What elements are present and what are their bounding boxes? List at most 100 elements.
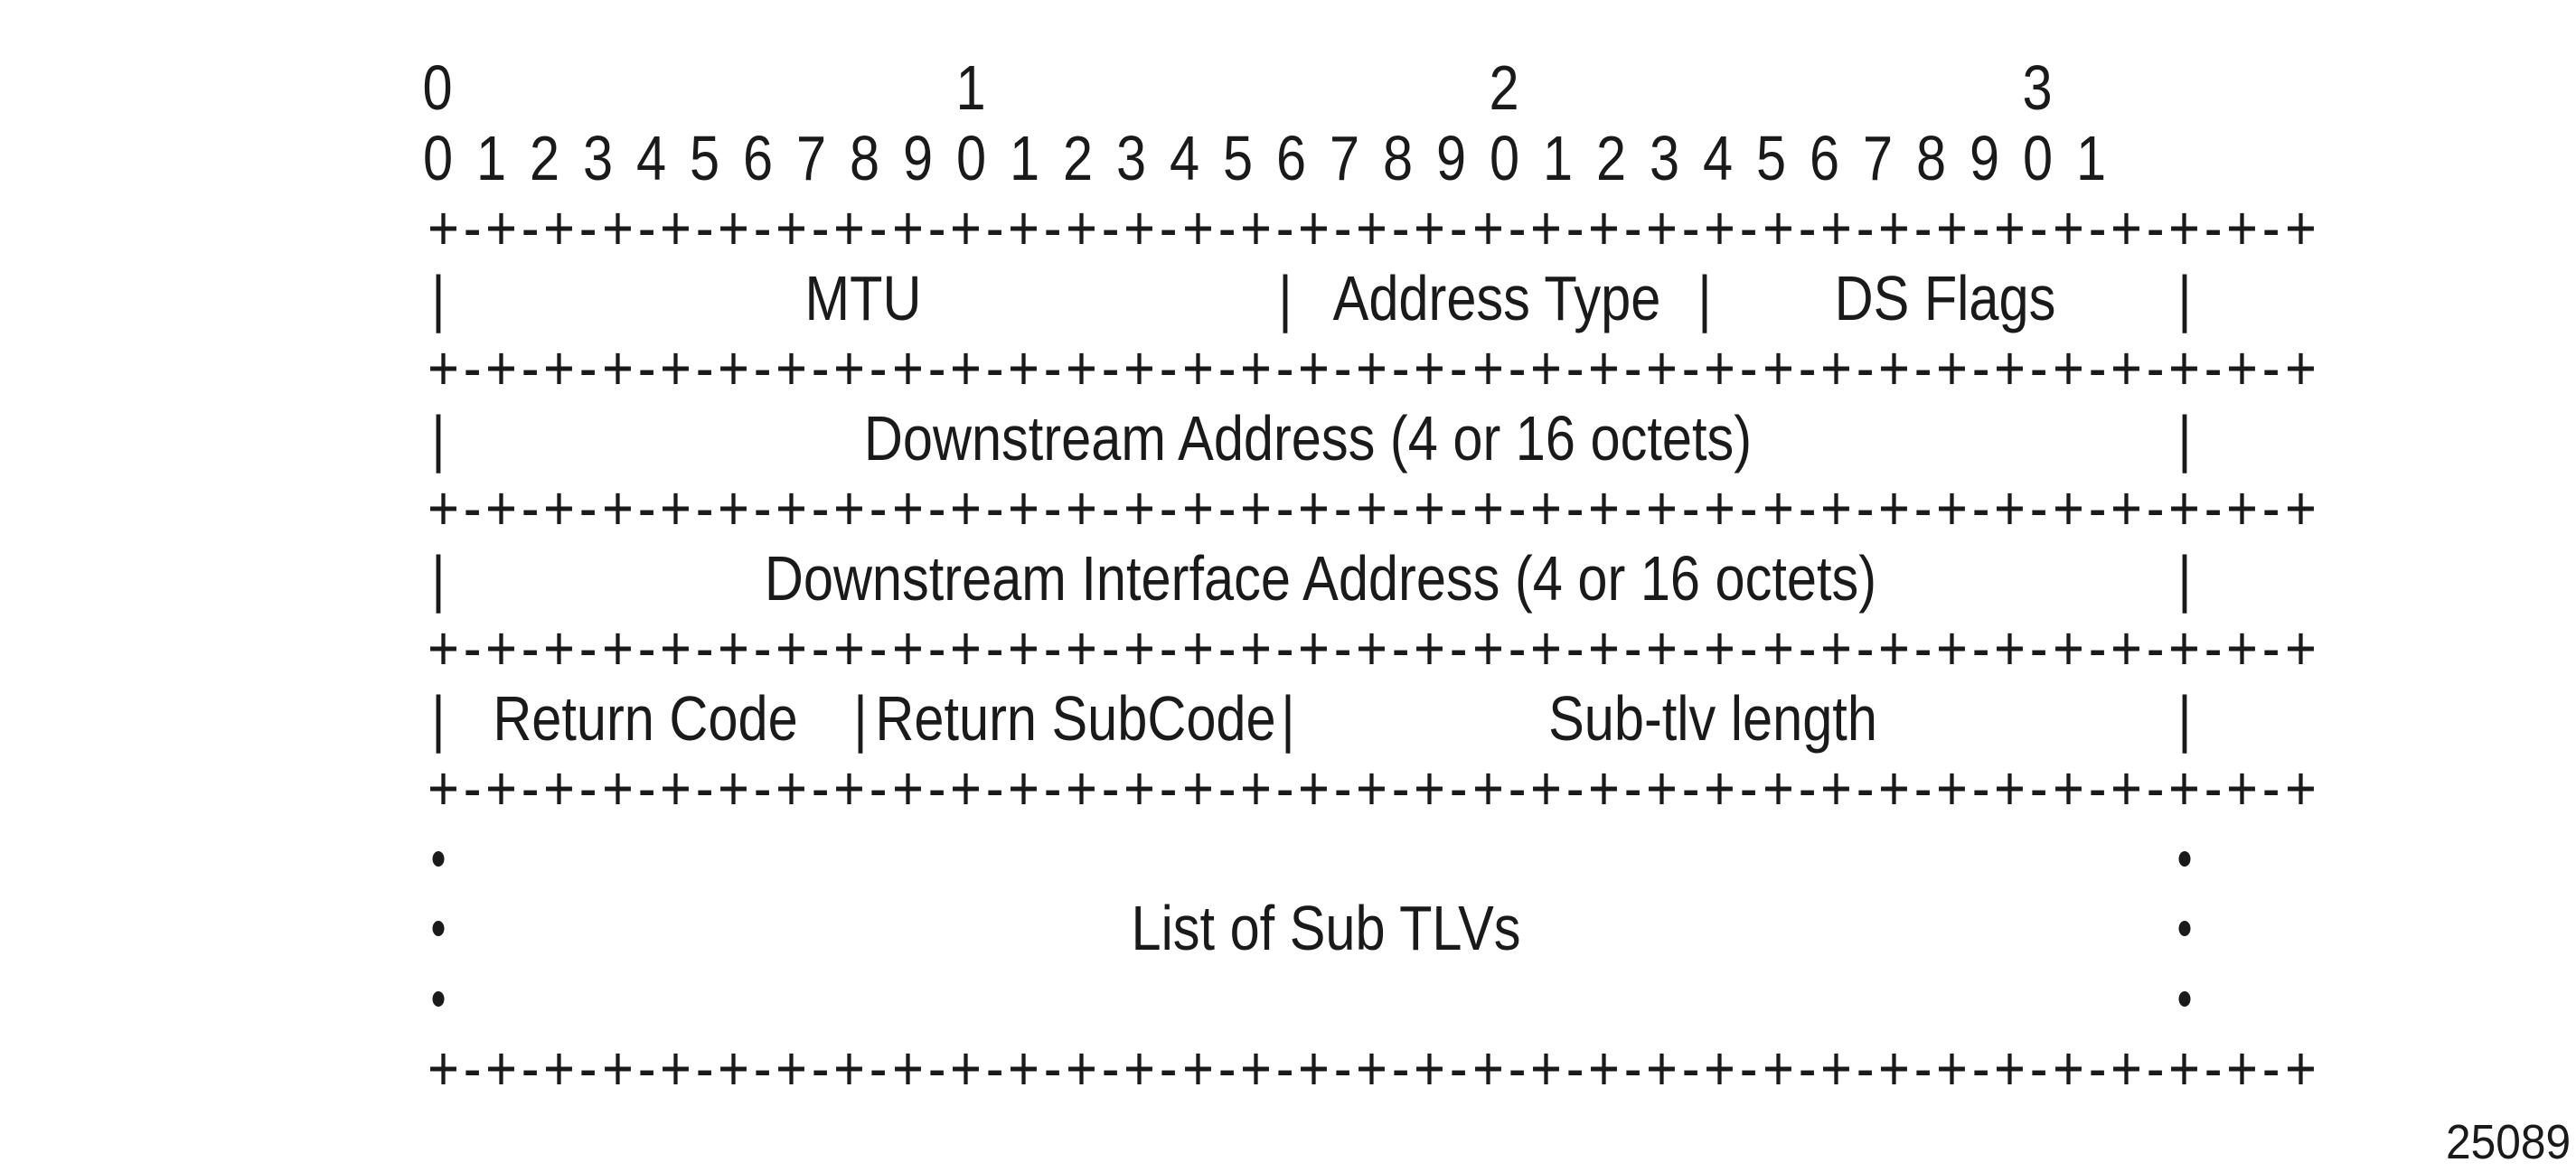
separator-plus: + (1008, 333, 1039, 403)
separator-dash: - (1391, 192, 1410, 263)
separator-dash: - (1856, 1033, 1875, 1103)
separator-plus: + (1123, 753, 1156, 823)
separator-plus: + (543, 753, 576, 823)
bit-number-digit: 8 (1915, 123, 1947, 193)
field-divider: | (431, 683, 446, 754)
separator-plus: + (1588, 1033, 1620, 1103)
separator-plus: + (1936, 192, 1969, 263)
separator-plus: + (485, 613, 518, 683)
separator-plus: + (659, 1033, 691, 1103)
separator-dash: - (579, 473, 597, 543)
separator-dash: - (1160, 753, 1178, 823)
bit-ruler-tens: 0 1 2 3 (0, 52, 2576, 123)
separator-dash: - (521, 473, 540, 543)
separator-dash: - (1508, 1033, 1527, 1103)
separator-plus: + (1239, 753, 1272, 823)
separator-dash: - (753, 333, 772, 403)
separator-plus: + (718, 1033, 749, 1103)
separator-plus: + (1008, 473, 1039, 543)
field-divider: | (853, 683, 868, 754)
separator-dash: - (1971, 333, 1990, 403)
separator-line: +-+-+-+-+-+-+-+-+-+-+-+-+-+-+-+-+-+-+-+-… (0, 613, 2576, 683)
separator-dash: - (1391, 333, 1410, 403)
separator-dash: - (2146, 192, 2165, 263)
separator-plus: + (2110, 473, 2142, 543)
separator-plus: + (1994, 473, 2026, 543)
separator-dash: - (1450, 473, 1468, 543)
separator-dash: - (695, 333, 714, 403)
separator-plus: + (2168, 613, 2200, 683)
separator-dash: - (927, 613, 946, 683)
separator-dash: - (2088, 473, 2107, 543)
separator-dash: - (579, 333, 597, 403)
separator-plus: + (891, 333, 924, 403)
separator-dash: - (1508, 192, 1527, 263)
separator-dash: - (811, 753, 830, 823)
separator-plus: + (2052, 613, 2084, 683)
separator-dash: - (2146, 1033, 2165, 1103)
separator-dash: - (463, 333, 482, 403)
separator-plus: + (485, 473, 518, 543)
separator-plus: + (833, 333, 866, 403)
separator-dash: - (1043, 1033, 1062, 1103)
separator-plus: + (1762, 753, 1794, 823)
separator-plus: + (2052, 753, 2084, 823)
tens-label-1: 1 (955, 52, 986, 123)
separator-dash: - (463, 192, 482, 263)
separator-plus: + (1819, 613, 1852, 683)
separator-dash: - (579, 1033, 597, 1103)
separator-plus: + (659, 473, 691, 543)
separator-plus: + (428, 192, 459, 263)
separator-plus: + (1356, 613, 1388, 683)
separator-dash: - (1101, 753, 1120, 823)
separator-dash: - (811, 192, 830, 263)
separator-line: +-+-+-+-+-+-+-+-+-+-+-+-+-+-+-+-+-+-+-+-… (0, 753, 2576, 823)
separator-plus: + (1123, 192, 1156, 263)
separator-plus: + (2226, 192, 2259, 263)
separator-dash: - (579, 192, 597, 263)
separator-plus: + (776, 473, 808, 543)
separator-dash: - (870, 613, 888, 683)
separator-plus: + (776, 753, 808, 823)
separator-dash: - (1275, 753, 1294, 823)
separator-plus: + (776, 1033, 808, 1103)
separator-plus: + (1298, 333, 1330, 403)
separator-dash: - (1740, 753, 1758, 823)
separator-plus: + (1878, 333, 1910, 403)
separator-plus: + (1878, 1033, 1910, 1103)
separator-plus: + (428, 1033, 459, 1103)
separator-plus: + (1181, 192, 1214, 263)
separator-plus: + (1529, 1033, 1562, 1103)
field-label-ds-flags: DS Flags (1834, 263, 2056, 333)
bit-number-digit: 0 (1489, 123, 1520, 193)
separator-dash: - (811, 473, 830, 543)
separator-plus: + (949, 473, 982, 543)
separator-plus: + (1181, 613, 1214, 683)
bit-number-digit: 4 (635, 123, 667, 193)
separator-plus: + (1704, 473, 1736, 543)
separator-plus: + (1646, 613, 1678, 683)
separator-plus: + (1646, 753, 1678, 823)
separator-plus: + (1066, 753, 1098, 823)
separator-dash: - (1450, 613, 1468, 683)
separator-dash: - (1043, 753, 1062, 823)
separator-dash: - (985, 1033, 1004, 1103)
separator-dash: - (1043, 473, 1062, 543)
field-divider: | (2177, 263, 2192, 333)
separator-dash: - (985, 753, 1004, 823)
separator-plus: + (1066, 333, 1098, 403)
separator-dash: - (695, 1033, 714, 1103)
separator-dash: - (2204, 333, 2223, 403)
separator-dash: - (2146, 613, 2165, 683)
tens-label-0: 0 (422, 52, 453, 123)
separator-dash: - (2088, 753, 2107, 823)
separator-dash: - (463, 613, 482, 683)
field-divider: | (2177, 683, 2192, 754)
separator-dash: - (1160, 192, 1178, 263)
separator-dash: - (1740, 613, 1758, 683)
separator-dash: - (1333, 753, 1352, 823)
field-label-address-type: Address Type (1332, 263, 1661, 333)
continuation-dot (2178, 921, 2191, 936)
bit-number-digit: 0 (2022, 123, 2054, 193)
